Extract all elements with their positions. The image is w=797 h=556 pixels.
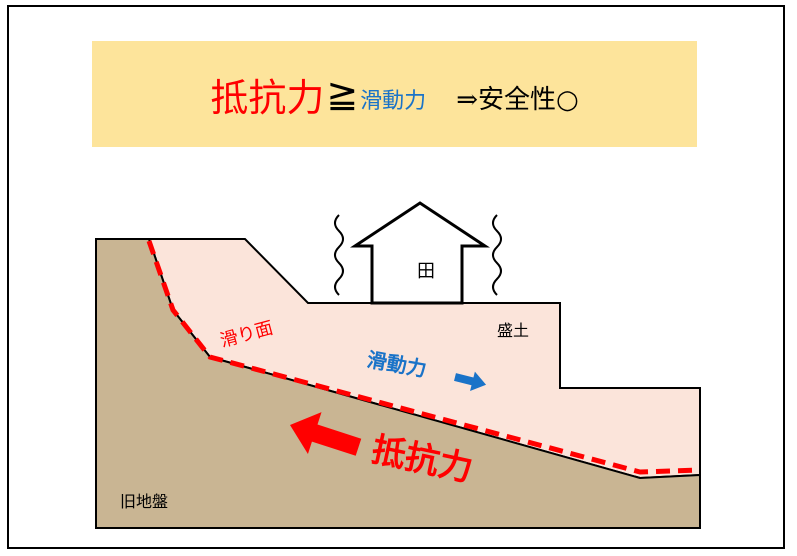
fill-label: 盛土 [497,322,529,340]
shake-left-icon [334,214,344,296]
slip-surface-line [146,240,701,475]
resisting-force-arrow-icon [290,412,362,456]
greater-equal-symbol: ≧ [326,72,359,116]
formula-banner: 抵抗力 ≧ 滑動力 ⇒安全性○ [92,41,697,147]
original-ground-label: 旧地盤 [120,493,168,511]
safety-conclusion: ⇒安全性○ [456,84,579,115]
shake-right-icon [492,214,502,296]
resisting-force-term: 抵抗力 [210,75,325,120]
house-icon [350,201,490,305]
stability-formula: 抵抗力 ≧ 滑動力 ⇒安全性○ [92,41,697,147]
sliding-force-arrow-icon [454,371,487,392]
sliding-force-term: 滑動力 [360,89,427,114]
house-window: 田 [417,261,435,282]
